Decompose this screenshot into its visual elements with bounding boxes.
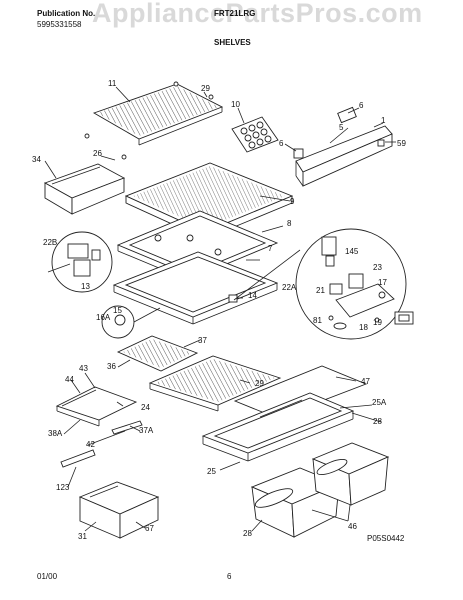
callout-29-lower: 29 (255, 379, 264, 388)
right-detail-circle (295, 228, 407, 340)
callout-17: 17 (378, 278, 387, 287)
publication-label: Publication No. (37, 9, 96, 18)
callout-44: 44 (65, 375, 74, 384)
control-rail (293, 106, 393, 187)
callout-19: 19 (373, 318, 382, 327)
callout-43: 43 (79, 364, 88, 373)
model-number: FRT21LRG (214, 9, 256, 18)
callout-37a: 37A (139, 426, 154, 435)
callout-25: 25 (207, 467, 216, 476)
section-title: SHELVES (214, 38, 251, 47)
callout-67: 67 (145, 524, 154, 533)
callout-59: 59 (397, 139, 406, 148)
callout-38a: 38A (48, 429, 63, 438)
deli-drawer (43, 163, 126, 215)
callout-42: 42 (86, 440, 95, 449)
crisper-drawer-right (311, 442, 390, 506)
shelf-frame (116, 210, 279, 284)
watermark: AppliancePartsPros.com (92, 0, 423, 28)
callout-21: 21 (316, 286, 325, 295)
footer-date: 01/00 (37, 572, 58, 581)
callout-25a: 25A (372, 398, 387, 407)
callout-46: 46 (348, 522, 357, 531)
lower-shelf-frame (112, 251, 279, 325)
callout-145: 145 (345, 247, 359, 256)
large-wire-shelf (148, 355, 282, 412)
callout-labels: 11 29 26 34 10 6 5 1 59 6 9 8 7 22B 13 1… (32, 79, 406, 543)
top-wire-shelf (92, 83, 224, 146)
figure-code: P05S0442 (367, 534, 405, 543)
callout-15: 15 (113, 306, 122, 315)
callout-22a: 22A (282, 283, 297, 292)
callout-13: 13 (81, 282, 90, 291)
small-wire-shelf (116, 335, 199, 372)
leader-lines (44, 86, 396, 532)
callout-6-top: 6 (359, 101, 364, 110)
callout-24: 24 (141, 403, 150, 412)
callout-47: 47 (361, 377, 370, 386)
callout-9: 9 (290, 197, 295, 206)
callout-28-mid: 28 (373, 417, 382, 426)
callout-10: 10 (231, 100, 240, 109)
callout-37: 37 (198, 336, 207, 345)
callout-22b: 22B (43, 238, 57, 247)
callout-31: 31 (78, 532, 87, 541)
callout-23: 23 (373, 263, 382, 272)
callout-29: 29 (201, 84, 210, 93)
egg-tray (231, 116, 279, 153)
callout-16a: 16A (96, 313, 111, 322)
callout-5: 5 (339, 123, 344, 132)
footer-page-number: 6 (227, 572, 232, 581)
callout-18: 18 (359, 323, 368, 332)
left-detail-circle (47, 231, 113, 293)
callout-1: 1 (381, 116, 386, 125)
callout-8: 8 (287, 219, 292, 228)
callout-123: 123 (56, 483, 70, 492)
callout-7: 7 (268, 244, 273, 253)
callout-11: 11 (108, 79, 117, 88)
glass-shelf-left (55, 386, 138, 427)
callout-28-bottom: 28 (243, 529, 252, 538)
callout-6-left: 6 (279, 139, 284, 148)
callout-36: 36 (107, 362, 116, 371)
publication-number: 5995331558 (37, 20, 82, 29)
crisper-cover-frame (201, 392, 355, 462)
callout-14: 14 (248, 291, 257, 300)
meat-pan-drawer (78, 481, 160, 539)
callout-81: 81 (313, 316, 322, 325)
callout-26: 26 (93, 149, 102, 158)
callout-34: 34 (32, 155, 41, 164)
